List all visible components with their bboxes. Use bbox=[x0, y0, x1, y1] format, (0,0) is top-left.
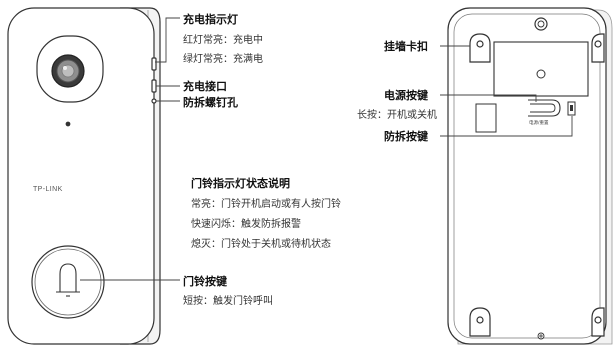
back-leader-lines bbox=[440, 45, 573, 137]
charge-indicator-title: 充电指示灯 bbox=[183, 12, 238, 26]
wall-hook-top-right bbox=[591, 33, 605, 63]
front-leader-lines bbox=[80, 17, 180, 281]
power-button-line-1: 长按：开机或关机 bbox=[357, 108, 437, 121]
leader-power-button bbox=[440, 94, 537, 102]
bell-icon bbox=[59, 263, 77, 293]
charge-port-title: 充电接口 bbox=[183, 79, 227, 93]
indicator-status-line-1: 常亮：门铃开机启动或有人按门铃 bbox=[191, 197, 341, 210]
brand-logo-text: TP-LINK bbox=[33, 186, 63, 193]
back-plate-view bbox=[447, 7, 613, 345]
charge-indicator-light bbox=[151, 57, 157, 71]
charge-indicator-line-1: 红灯常亮：充电中 bbox=[183, 33, 263, 46]
back-slot-left bbox=[475, 103, 497, 133]
power-button-title: 电源按键 bbox=[384, 88, 429, 102]
battery-cover bbox=[493, 41, 589, 97]
leader-tamper-button bbox=[440, 116, 573, 137]
indicator-status-title: 门铃指示灯状态说明 bbox=[191, 176, 290, 190]
doorbell-button-title: 门铃按键 bbox=[183, 274, 228, 288]
charge-port-slot bbox=[151, 79, 157, 93]
indicator-status-line-2: 快速闪烁：触发防拆报警 bbox=[191, 217, 301, 230]
doorbell-button-line-1: 短按：触发门铃呼叫 bbox=[183, 294, 273, 307]
doorbell-front-view bbox=[7, 7, 161, 345]
tamper-button-title: 防拆按键 bbox=[384, 129, 429, 143]
tamper-screw-hole-mark bbox=[151, 98, 157, 104]
indicator-status-line-3: 熄灭：门铃处于关机或待机状态 bbox=[191, 237, 331, 250]
wall-hook-top-left bbox=[469, 33, 491, 63]
wall-hook-title: 挂墙卡扣 bbox=[384, 39, 428, 53]
indicator-dot bbox=[65, 121, 71, 127]
power-button-small-label: 电源/重置 bbox=[529, 119, 549, 126]
tamper-screw-hole-title: 防拆螺钉孔 bbox=[183, 95, 238, 109]
leader-charge-indicator bbox=[155, 17, 180, 63]
charge-indicator-line-2: 绿灯常亮：充满电 bbox=[183, 52, 263, 65]
